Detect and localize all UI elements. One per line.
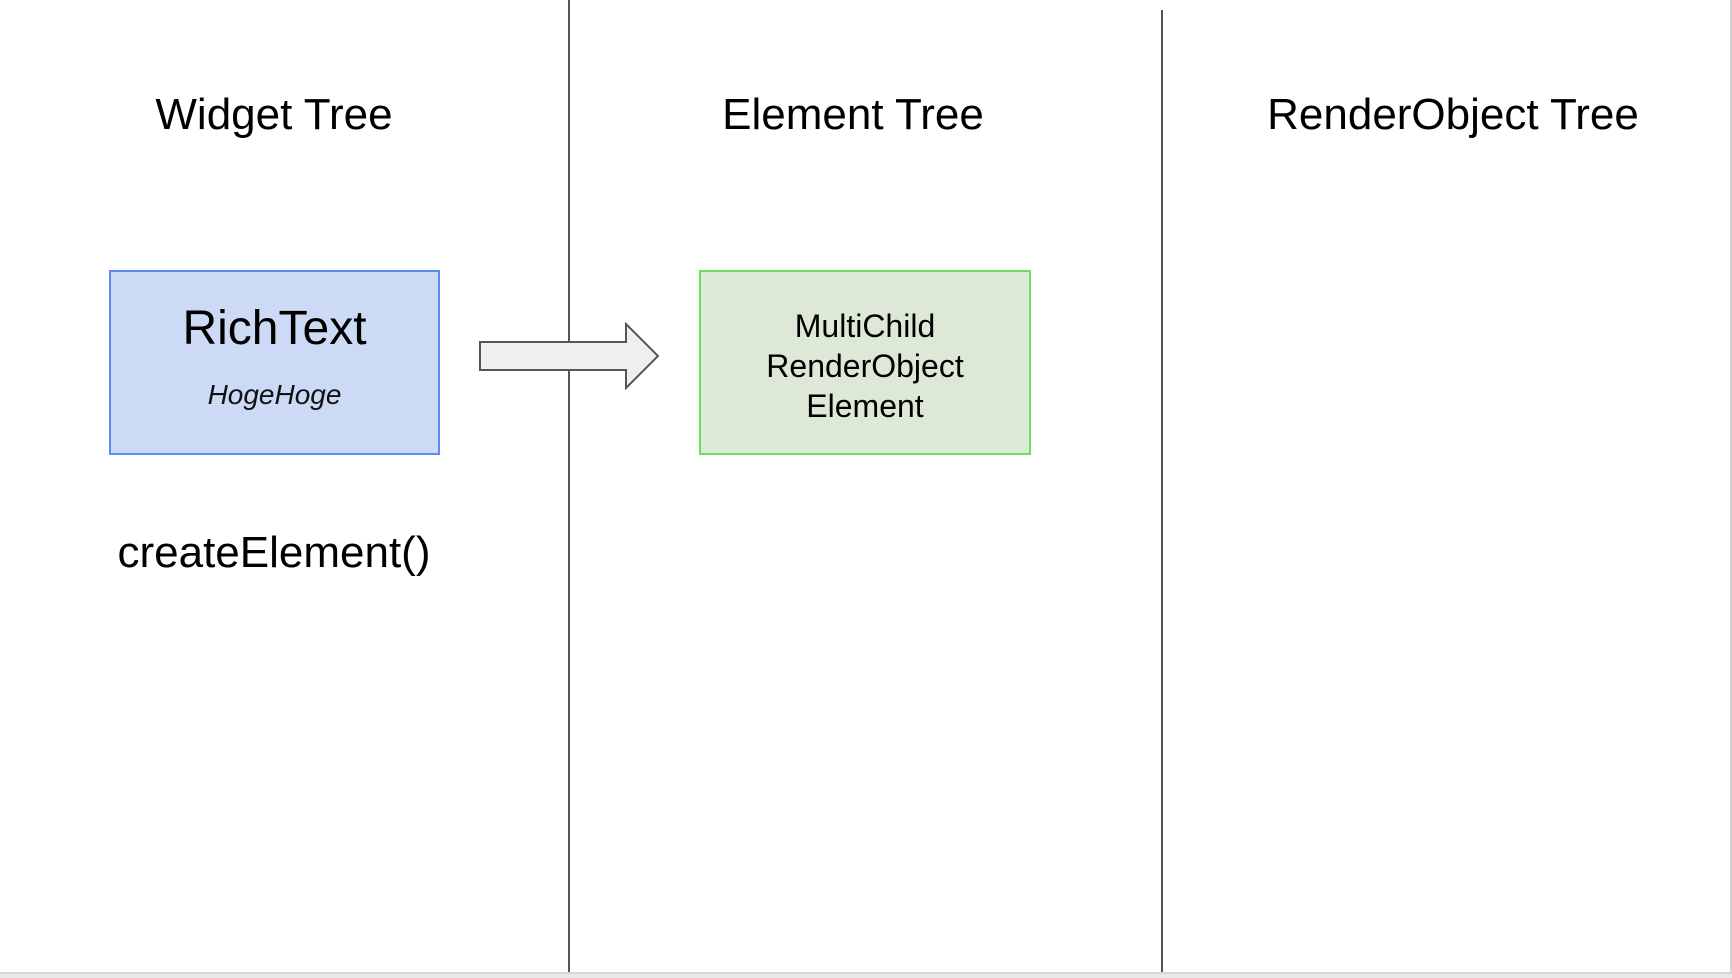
- element-node-line-2: RenderObject: [766, 347, 964, 384]
- create-element-arrow-icon: [479, 322, 660, 390]
- richtext-widget-node: RichText HogeHoge: [109, 270, 440, 455]
- element-tree-title: Element Tree: [722, 90, 984, 139]
- widget-node-name: RichText: [182, 301, 367, 355]
- widget-node-text: HogeHoge: [207, 378, 342, 410]
- multichild-renderobject-element-node: MultiChild RenderObject Element: [699, 270, 1031, 455]
- column-divider-left: [568, 0, 570, 972]
- create-element-method-label: createElement(): [117, 528, 431, 577]
- renderobject-tree-title: RenderObject Tree: [1267, 90, 1639, 139]
- element-node-line-1: MultiChild: [794, 307, 936, 344]
- column-divider-right: [1161, 10, 1163, 972]
- widget-tree-title: Widget Tree: [155, 90, 393, 139]
- element-node-line-3: Element: [806, 387, 924, 424]
